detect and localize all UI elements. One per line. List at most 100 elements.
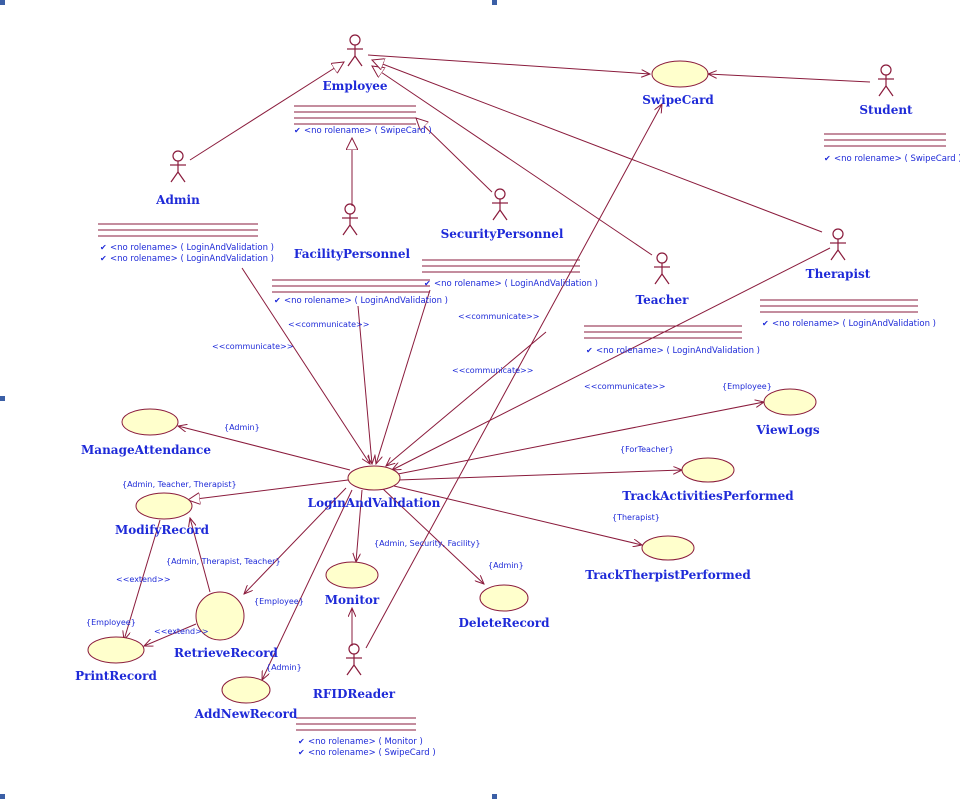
role-text: <no rolename> ( LoginAndValidation ) xyxy=(284,296,448,306)
assoc-student-swipecard xyxy=(708,74,871,83)
role-icon: ✔ xyxy=(100,243,107,252)
corner-marker xyxy=(0,396,5,401)
actor-label-rfid: RFIDReader xyxy=(313,687,396,701)
role-box-admin-login xyxy=(98,223,258,237)
comm-teacher-login xyxy=(386,331,547,466)
usecase-label-login: LoginAndValidation xyxy=(308,496,441,510)
role-icon: ✔ xyxy=(100,254,107,263)
stereotype-communicate: <<communicate>> xyxy=(212,342,293,351)
login-trackactivities xyxy=(397,470,682,481)
usecase-print-record[interactable] xyxy=(87,636,145,664)
stereotype-communicate: <<communicate>> xyxy=(452,366,533,375)
usecase-label-delete-record: DeleteRecord xyxy=(458,616,550,630)
constraint-admin: {Admin} xyxy=(266,663,302,672)
constraint-employee: {Employee} xyxy=(86,618,136,627)
usecase-monitor[interactable] xyxy=(325,561,379,589)
actor-student[interactable] xyxy=(878,64,894,97)
constraint-admin-security-facility: {Admin, Security, Facility} xyxy=(374,539,480,548)
role-box-therapist-login xyxy=(760,299,918,313)
usecase-track-therapist[interactable] xyxy=(641,535,695,561)
usecase-track-activities[interactable] xyxy=(681,457,735,483)
role-icon: ✔ xyxy=(424,279,431,288)
actor-therapist[interactable] xyxy=(830,228,846,261)
usecase-swipecard[interactable] xyxy=(651,60,709,88)
login-deleterecord xyxy=(381,487,484,584)
actor-label-teacher: Teacher xyxy=(636,293,690,307)
usecase-manage-attendance[interactable] xyxy=(121,408,179,436)
constraint-therapist: {Therapist} xyxy=(612,513,660,522)
role-box-teacher-login xyxy=(584,325,742,339)
usecase-label-track-therapist: TrackTherpistPerformed xyxy=(585,568,751,582)
assoc-rfid-swipecard xyxy=(365,104,662,649)
extend-retrieve-print xyxy=(144,623,197,646)
actor-teacher[interactable] xyxy=(654,252,670,285)
stereotype-extend: <<extend>> xyxy=(116,575,171,584)
stereotype-communicate: <<communicate>> xyxy=(584,382,665,391)
actor-label-security: SecurityPersonnel xyxy=(441,227,564,241)
usecase-label-manage-attendance: ManageAttendance xyxy=(81,443,211,457)
comm-admin-login xyxy=(241,267,370,464)
usecase-label-swipecard: SwipeCard xyxy=(642,93,714,107)
role-box-employee-swipe xyxy=(294,105,416,125)
constraint-admin: {Admin} xyxy=(224,423,260,432)
role-icon: ✔ xyxy=(762,319,769,328)
role-box-rfid xyxy=(296,717,416,731)
role-text: <no rolename> ( SwipeCard ) xyxy=(304,126,432,136)
role-icon: ✔ xyxy=(298,748,305,757)
actor-employee[interactable] xyxy=(347,34,363,67)
usecase-label-modify-record: ModifyRecord xyxy=(115,523,210,537)
actor-label-therapist: Therapist xyxy=(806,267,871,281)
actor-label-student: Student xyxy=(859,103,913,117)
corner-marker xyxy=(492,794,497,799)
usecase-view-logs[interactable] xyxy=(763,388,817,416)
role-icon: ✔ xyxy=(298,737,305,746)
gen-admin-employee xyxy=(189,62,344,161)
login-modifyrecord xyxy=(188,479,349,500)
edges xyxy=(124,54,871,680)
role-icon: ✔ xyxy=(274,296,281,305)
gen-teacher-employee xyxy=(372,66,653,256)
role-text: <no rolename> ( LoginAndValidation ) xyxy=(434,279,598,289)
login-monitor xyxy=(356,489,363,562)
usecase-label-track-activities: TrackActivitiesPerformed xyxy=(622,489,794,503)
role-box-facility-login xyxy=(272,279,430,293)
usecase-label-add-new-record: AddNewRecord xyxy=(194,707,298,721)
usecase-add-new-record[interactable] xyxy=(221,676,271,704)
usecase-login-validation[interactable] xyxy=(347,465,401,491)
role-text: <no rolename> ( LoginAndValidation ) xyxy=(110,254,274,264)
role-text: <no rolename> ( LoginAndValidation ) xyxy=(772,319,936,329)
role-box-student-swipe xyxy=(824,133,946,147)
usecase-label-print-record: PrintRecord xyxy=(75,669,157,683)
usecase-delete-record[interactable] xyxy=(479,584,529,612)
login-viewlogs xyxy=(397,402,764,475)
actor-rfid-reader[interactable] xyxy=(346,643,362,676)
constraint-employee: {Employee} xyxy=(254,597,304,606)
usecase-modify-record[interactable] xyxy=(135,492,193,520)
usecase-retrieve-record[interactable] xyxy=(195,591,245,641)
actor-label-admin: Admin xyxy=(155,193,200,207)
constraint-admin-therapist-teacher: {Admin, Therapist, Teacher} xyxy=(166,557,281,566)
login-tracktherapist xyxy=(393,485,642,545)
actor-security-personnel[interactable] xyxy=(492,188,508,221)
role-icon: ✔ xyxy=(824,154,831,163)
corner-marker xyxy=(0,794,5,799)
role-text: <no rolename> ( LoginAndValidation ) xyxy=(596,346,760,356)
role-text: <no rolename> ( Monitor ) xyxy=(308,737,423,747)
login-manageattendance xyxy=(178,426,351,471)
actor-facility-personnel[interactable] xyxy=(342,203,358,236)
comm-security-login xyxy=(376,289,431,464)
stereotype-communicate: <<communicate>> xyxy=(458,312,539,321)
corner-marker xyxy=(492,0,497,5)
constraint-for-teacher: {ForTeacher} xyxy=(620,445,674,454)
corner-marker xyxy=(0,0,5,5)
constraint-admin: {Admin} xyxy=(488,561,524,570)
actor-admin[interactable] xyxy=(170,150,186,183)
stereotype-extend: <<extend>> xyxy=(154,627,209,636)
comm-therapist-login xyxy=(392,247,831,470)
assoc-employee-swipecard xyxy=(367,54,650,74)
role-text: <no rolename> ( SwipeCard ) xyxy=(834,154,960,164)
gen-therapist-employee xyxy=(372,60,823,233)
role-box-security-login xyxy=(422,259,580,273)
login-retrieverecord xyxy=(244,487,347,594)
